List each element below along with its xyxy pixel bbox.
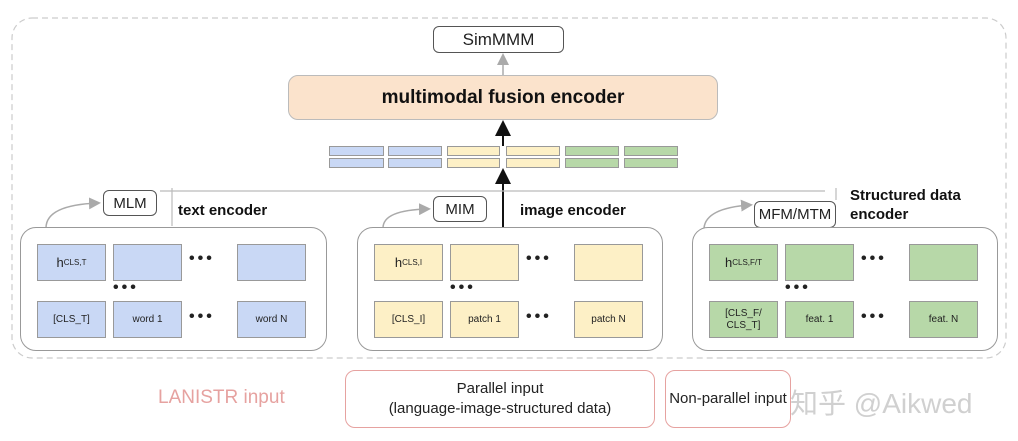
image-encoder-title: image encoder bbox=[520, 202, 626, 219]
outer-dashed-frame bbox=[11, 17, 1007, 359]
input-token: patch 1 bbox=[450, 301, 519, 338]
mim-arrow bbox=[382, 203, 431, 229]
input-token: word 1 bbox=[113, 301, 182, 338]
lanistr-input-label: LANISTR input bbox=[158, 387, 285, 408]
input-token: feat. N bbox=[909, 301, 978, 338]
multimodal-fusion-encoder: multimodal fusion encoder bbox=[288, 75, 718, 120]
mlm-arrow bbox=[45, 197, 101, 229]
input-token: [CLS_F/ CLS_T] bbox=[709, 301, 778, 338]
mim-box: MIM bbox=[433, 196, 487, 222]
input-token: patch N bbox=[574, 301, 643, 338]
input-token: [CLS_I] bbox=[374, 301, 443, 338]
simmmm-box: SimMMM bbox=[433, 26, 564, 53]
input-token: word N bbox=[237, 301, 306, 338]
text-encoder-title: text encoder bbox=[178, 202, 268, 219]
structured-encoder-title: Structured data encoder bbox=[850, 187, 961, 223]
mfm-arrow bbox=[703, 199, 753, 229]
mlm-box: MLM bbox=[103, 190, 157, 216]
mfm-mtm-box: MFM/MTM bbox=[754, 201, 836, 228]
parallel-input-box: Parallel input(language-image-structured… bbox=[345, 370, 655, 428]
input-token: [CLS_T] bbox=[37, 301, 106, 338]
non-parallel-input-box: Non-parallel input bbox=[665, 370, 791, 428]
input-token: feat. 1 bbox=[785, 301, 854, 338]
watermark: 知乎 @Aikwed bbox=[790, 388, 973, 419]
